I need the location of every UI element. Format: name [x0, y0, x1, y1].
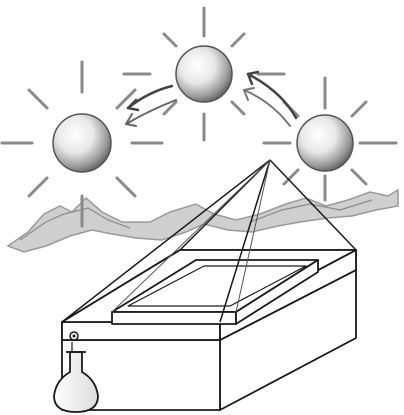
arrow-icon [125, 99, 177, 125]
sun-icon [262, 76, 398, 202]
sun-path-arrows [125, 70, 298, 127]
solar-still [61, 159, 357, 411]
arrow-icon [246, 72, 298, 120]
flask-icon [53, 342, 99, 413]
mountain-ridge [6, 188, 399, 253]
sun-icon [122, 6, 286, 142]
glass-cover [61, 159, 357, 323]
arrow-icon [243, 89, 291, 127]
mountains [6, 188, 399, 253]
sun-icon [0, 60, 164, 228]
